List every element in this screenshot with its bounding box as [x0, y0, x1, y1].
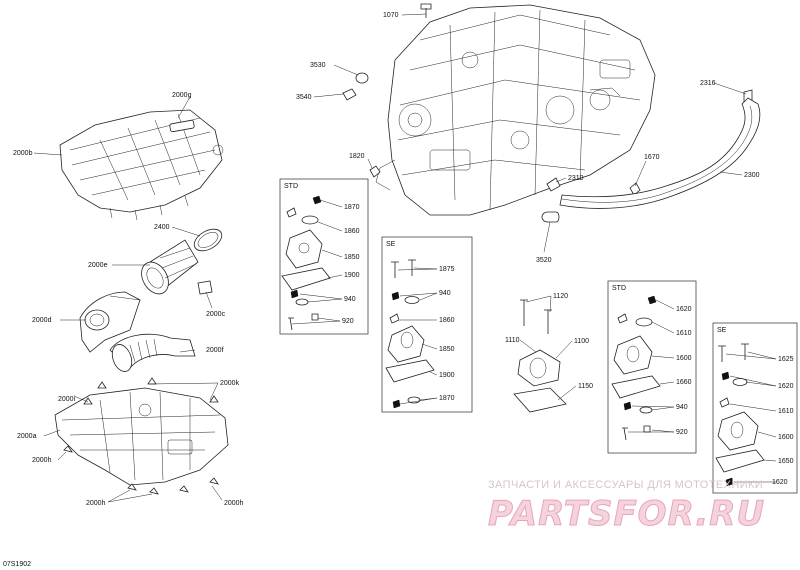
callout-2310: 2310 [568, 175, 584, 182]
watermark: ЗАПЧАСТИ И АКСЕССУАРЫ ДЛЯ МОТОТЕХНИКИ PA… [488, 479, 765, 535]
callout-2000d: 2000d [32, 317, 52, 324]
callout-std-left-920: 920 [342, 318, 354, 325]
callout-se-mid-1875: 1875 [439, 266, 455, 273]
callout-std-left-940: 940 [344, 296, 356, 303]
callout-3540: 3540 [296, 94, 312, 101]
callout-std-left-1860: 1860 [344, 228, 360, 235]
callout-2000h-bottom: 2000h [86, 500, 106, 507]
callout-2000b: 2000b [13, 150, 33, 157]
callout-se-mid-940: 940 [439, 290, 451, 297]
callout-2000g: 2000g [172, 92, 192, 99]
callout-se-right-1625: 1625 [778, 356, 794, 363]
callout-1120: 1120 [553, 293, 568, 300]
watermark-brand: PARTSFOR.RU [488, 494, 765, 534]
engine-small-parts [342, 72, 753, 223]
callout-se-right-1620: 1620 [778, 383, 794, 390]
callout-labels: 1070 3530 3540 2316 1820 1670 2310 2300 … [13, 12, 794, 507]
leader-lines [33, 13, 777, 503]
callout-1070: 1070 [383, 12, 399, 19]
callout-1820: 1820 [349, 153, 365, 160]
group-label-std-left: STD [284, 183, 298, 190]
se-right-group-box [712, 322, 798, 494]
group-label-se-right: SE [717, 327, 727, 334]
callout-std-right-1620: 1620 [676, 306, 692, 313]
callout-se-mid-1900: 1900 [439, 372, 455, 379]
se-right-parts [715, 343, 765, 487]
group-label-se-mid: SE [386, 241, 396, 248]
callout-2000c: 2000c [206, 311, 226, 318]
engine-block-drawing [375, 3, 656, 216]
std-right-parts [611, 295, 661, 441]
callout-se-right-1610: 1610 [778, 408, 794, 415]
callout-std-right-940: 940 [676, 404, 688, 411]
callout-std-left-1900: 1900 [344, 272, 360, 279]
callout-2000f: 2000f [206, 347, 224, 354]
callout-2000h-right: 2000h [224, 500, 244, 507]
intake-coupler-drawing [79, 228, 223, 372]
se-mid-group-box [381, 236, 473, 413]
coolant-pipe-drawing [559, 97, 761, 209]
callout-std-left-1870: 1870 [344, 204, 360, 211]
callout-se-right-1620b: 1620 [772, 479, 788, 486]
std-left-parts [281, 195, 331, 331]
callout-se-mid-1860: 1860 [439, 317, 455, 324]
callout-2000e: 2000e [88, 262, 108, 269]
callout-2316: 2316 [700, 80, 716, 87]
callout-1150: 1150 [578, 383, 593, 390]
callout-2000a: 2000a [17, 433, 37, 440]
callout-se-right-1650: 1650 [778, 458, 794, 465]
se-mid-parts [385, 259, 435, 409]
group-label-std-right: STD [612, 285, 626, 292]
callout-2000k: 2000k [220, 380, 240, 387]
callout-std-right-920: 920 [676, 429, 688, 436]
std-right-group-box [607, 280, 697, 454]
callout-3520: 3520 [536, 257, 552, 264]
oil-pan-drawing [54, 377, 229, 495]
callout-1110: 1110 [505, 337, 520, 344]
std-left-group-box [279, 178, 369, 335]
callout-se-mid-1870: 1870 [439, 395, 455, 402]
callout-1670: 1670 [644, 154, 660, 161]
callout-2000i: 2000i [58, 396, 76, 403]
callout-se-right-1600: 1600 [778, 434, 794, 441]
callout-std-left-1850: 1850 [344, 254, 360, 261]
callout-2300: 2300 [744, 172, 760, 179]
callout-std-right-1660: 1660 [676, 379, 692, 386]
callout-1100: 1100 [574, 338, 589, 345]
diagram-reference-code: 07S1902 [3, 561, 31, 568]
watermark-tagline: ЗАПЧАСТИ И АКСЕССУАРЫ ДЛЯ МОТОТЕХНИКИ [488, 479, 763, 491]
callout-std-right-1600: 1600 [676, 355, 692, 362]
intake-manifold-drawing [59, 109, 224, 221]
middle-mount-parts [513, 299, 567, 413]
callout-3530: 3530 [310, 62, 326, 69]
callout-2000h-left: 2000h [32, 457, 52, 464]
callout-se-mid-1850: 1850 [439, 346, 455, 353]
callout-std-right-1610: 1610 [676, 330, 692, 337]
callout-2400: 2400 [154, 224, 170, 231]
